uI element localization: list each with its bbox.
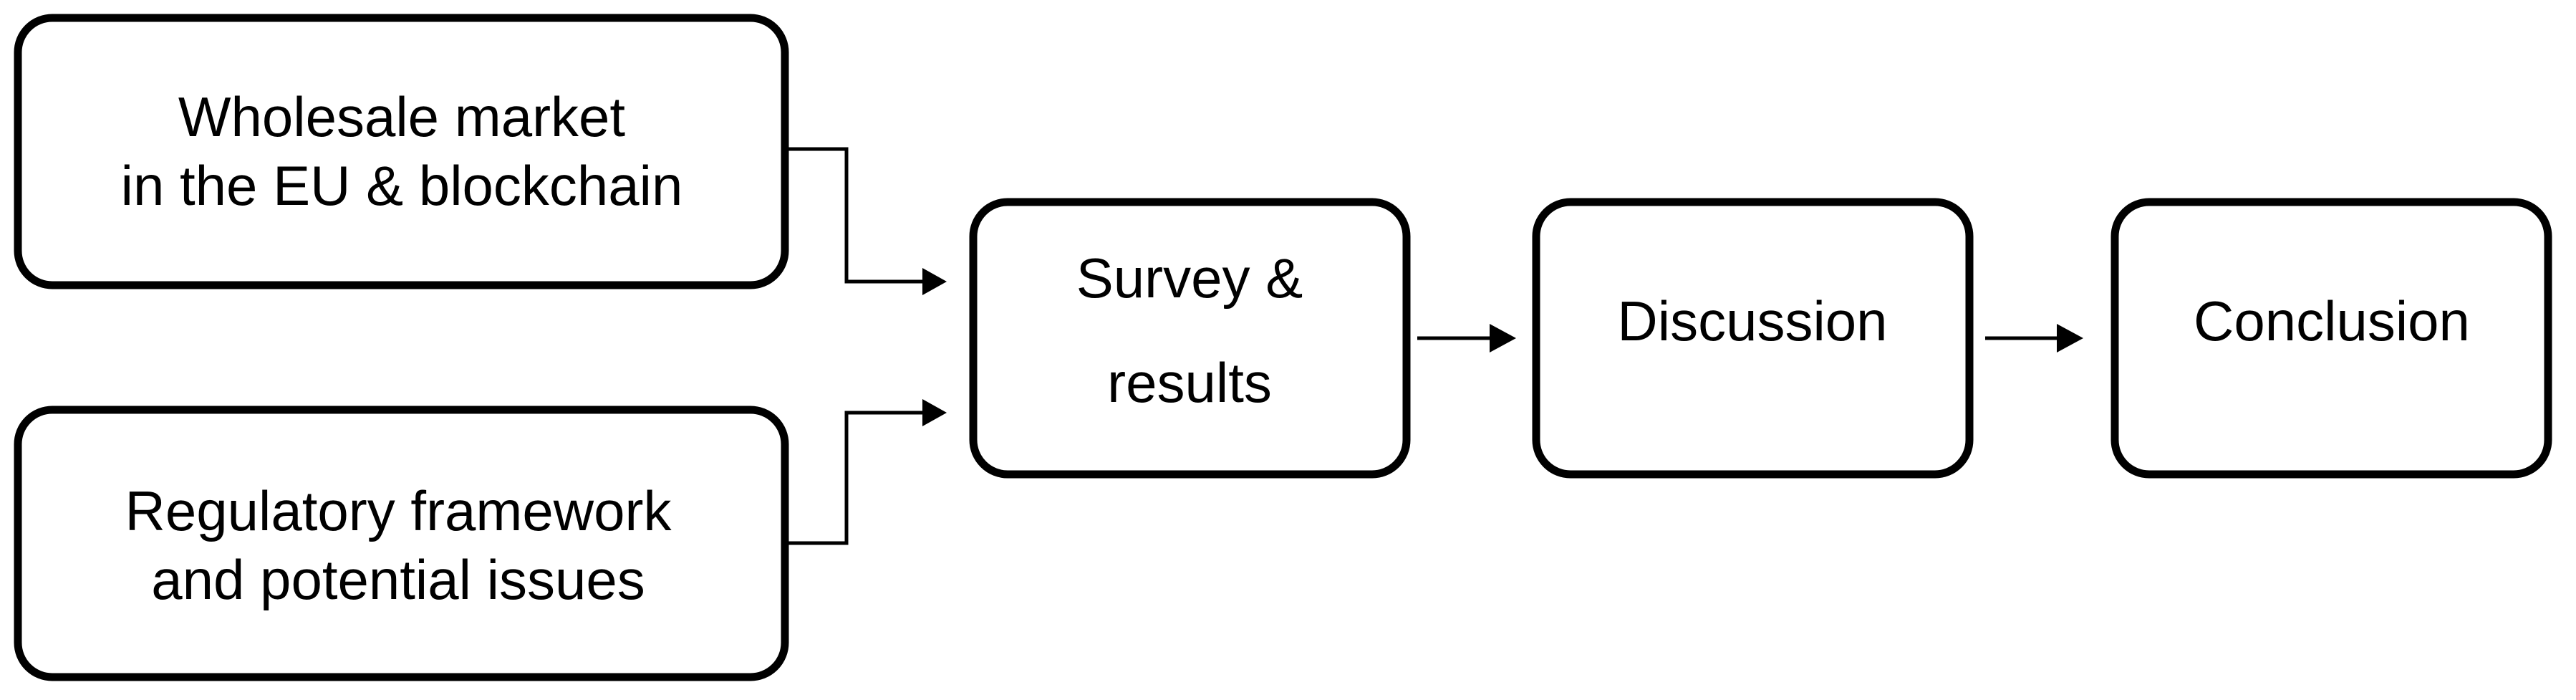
box-discussion: Discussion [1532,198,1974,479]
box-discussion-label: Discussion [1617,289,1887,353]
box-regulatory-framework-line2: and potential issues [151,548,645,611]
connector-survey-to-discussion [1417,324,1516,353]
box-survey-results-line2: results [1107,351,1272,414]
box-regulatory-framework: Regulatory framework and potential issue… [14,406,789,681]
arrowhead-survey-to-discussion [1490,324,1516,353]
connector-wholesale-to-survey [788,147,947,295]
connector-regulatory-to-survey [788,399,947,545]
box-wholesale-market-frame [14,14,789,289]
arrowhead-discussion-to-conclusion [2057,324,2083,353]
box-survey-results-frame [969,198,1411,479]
arrowhead-regulatory-to-survey [922,399,947,426]
box-wholesale-market-line1: Wholesale market [178,85,626,148]
connector-discussion-to-conclusion [1985,324,2083,353]
box-conclusion-frame [2111,198,2552,479]
box-wholesale-market: Wholesale market in the EU & blockchain [14,14,789,289]
box-survey-results-line1: Survey & [1076,246,1303,310]
box-wholesale-market-line2: in the EU & blockchain [121,154,683,217]
box-conclusion-label: Conclusion [2194,289,2470,353]
box-regulatory-framework-frame [14,406,789,681]
box-regulatory-framework-line1: Regulatory framework [125,479,672,542]
box-survey-results: Survey & results [969,198,1411,479]
connector-wholesale-to-survey-line [788,147,924,284]
arrowhead-wholesale-to-survey [922,268,947,295]
connector-regulatory-to-survey-line [788,411,924,545]
box-discussion-frame [1532,198,1974,479]
box-conclusion: Conclusion [2111,198,2552,479]
